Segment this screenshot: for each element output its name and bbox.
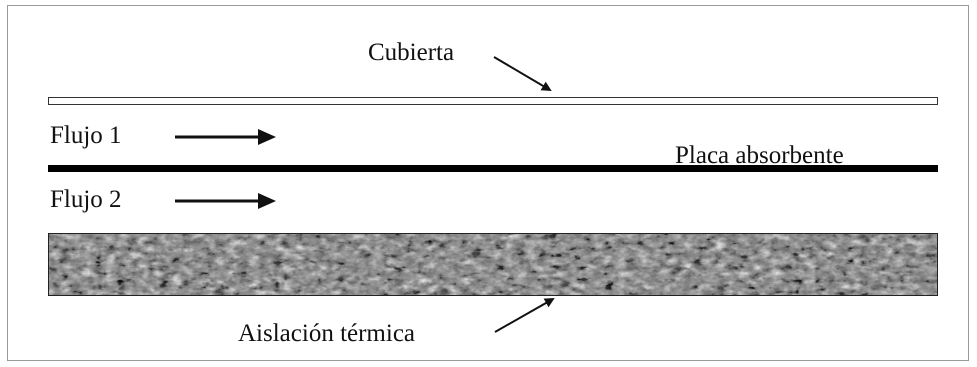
insulation-texture — [49, 234, 937, 295]
cover-pointer-arrow — [493, 56, 552, 92]
insulation-label: Aislación térmica — [238, 320, 416, 347]
insulation-layer — [48, 233, 938, 296]
insulation-pointer-arrow — [494, 298, 555, 333]
flow-2-label: Flujo 2 — [50, 186, 122, 213]
flow-2-arrowhead — [258, 193, 276, 209]
diagram-frame — [7, 5, 969, 361]
cover-label: Cubierta — [368, 39, 455, 66]
flow-1-label: Flujo 1 — [50, 122, 122, 149]
cover-layer — [48, 97, 938, 105]
absorber-plate — [48, 165, 938, 172]
absorber-plate-label: Placa absorbente — [675, 142, 844, 169]
flow-1-arrowhead — [258, 129, 276, 145]
